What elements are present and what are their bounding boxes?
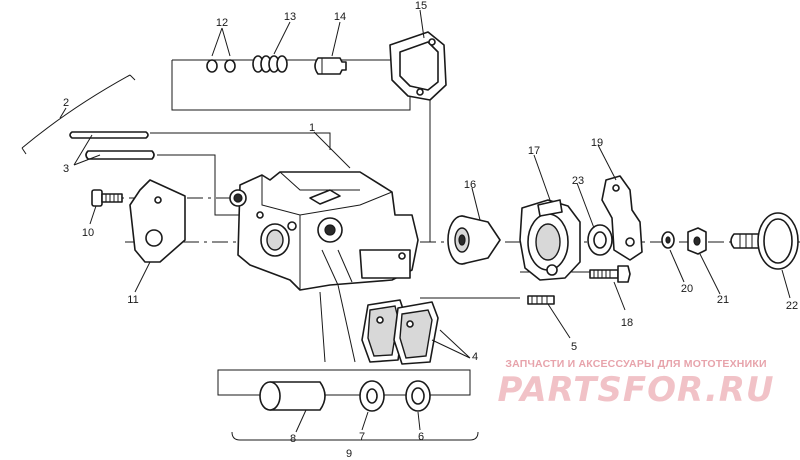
callout-13: 13: [284, 11, 296, 23]
brake-pads-4: [361, 299, 439, 365]
callout-9: 9: [346, 448, 352, 460]
callout-11: 11: [127, 294, 138, 306]
washer-20: [661, 231, 675, 249]
lever-19: [601, 175, 643, 261]
spring-5: [527, 295, 555, 305]
bolt-10: [91, 189, 123, 207]
callout-10: 10: [82, 227, 94, 239]
callout-20: 20: [681, 283, 693, 295]
leader-lines: [59, 9, 791, 433]
o-rings-12: [206, 59, 236, 73]
bracket-11: [129, 179, 186, 263]
watermark-tagline: ЗАПЧАСТИ И АКСЕССУАРЫ ДЛЯ МОТОТЕХНИКИ: [505, 358, 767, 370]
callout-2: 2: [63, 97, 69, 109]
callout-labels: 12 13 14 15 2 3 1 10 11 16 17 23 19 18 5…: [63, 0, 798, 460]
callout-21: 21: [717, 294, 729, 306]
callout-19: 19: [591, 137, 603, 149]
callout-6: 6: [418, 431, 424, 443]
gasket-15: [389, 31, 447, 101]
pin-set: [21, 74, 155, 160]
callout-5: 5: [571, 341, 577, 353]
housing-17: [519, 199, 581, 281]
callout-16: 16: [464, 179, 476, 191]
nut-21: [687, 227, 707, 255]
callout-15: 15: [415, 0, 427, 12]
callout-23: 23: [572, 175, 584, 187]
adjuster-22: [730, 212, 799, 270]
partsfor-watermark: ЗАПЧАСТИ И АКСЕССУАРЫ ДЛЯ МОТОТЕХНИКИ PA…: [482, 358, 790, 410]
callout-17: 17: [528, 145, 540, 157]
callout-4: 4: [472, 351, 478, 363]
callout-22: 22: [786, 300, 798, 312]
piston-16: [447, 215, 501, 265]
callout-3: 3: [63, 163, 69, 175]
caliper-body-1: [229, 171, 419, 291]
spring-13: [252, 55, 288, 73]
callout-7: 7: [359, 431, 365, 443]
screw-18: [589, 265, 631, 283]
plunger-14: [314, 57, 347, 75]
callout-12: 12: [216, 17, 228, 29]
callout-1: 1: [309, 122, 315, 134]
callout-14: 14: [334, 11, 346, 23]
watermark-logo: PARTSFOR.RU: [497, 370, 775, 410]
washer-23: [587, 224, 613, 256]
callout-8: 8: [290, 433, 296, 445]
seal-kit-9: [231, 380, 479, 441]
callout-18: 18: [621, 317, 633, 329]
